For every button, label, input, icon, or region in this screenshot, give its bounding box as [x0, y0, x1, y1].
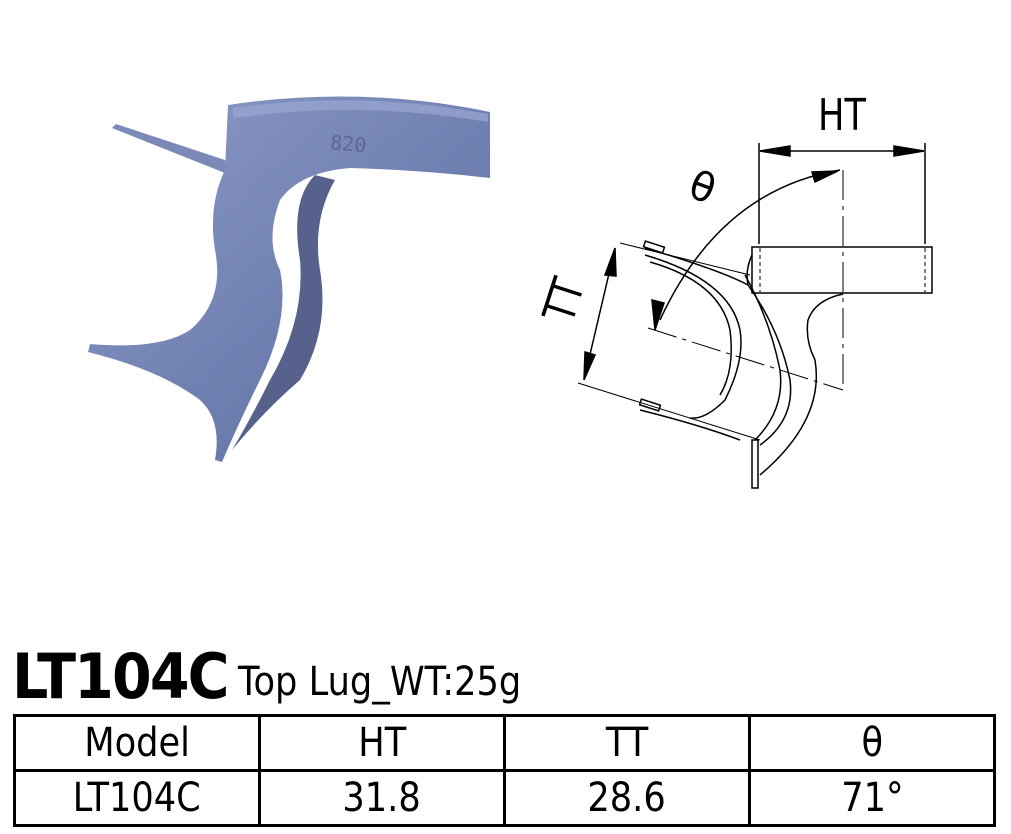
spec-table: Model HT TT θ LT104C 31.8 28.6 71° — [13, 714, 996, 827]
column-header-ht: HT — [258, 714, 506, 772]
column-header-tt: TT — [503, 714, 751, 772]
model-subtitle: Top Lug_WT:25g — [238, 659, 522, 705]
column-header-theta: θ — [748, 714, 996, 772]
table-header-row: Model HT TT θ — [13, 714, 996, 772]
model-title: LT104C — [12, 640, 230, 713]
cell-model: LT104C — [13, 769, 261, 827]
ht-label: HT — [817, 90, 866, 141]
column-header-model: Model — [13, 714, 261, 772]
table-row: LT104C 31.8 28.6 71° — [13, 769, 996, 827]
cell-ht: 31.8 — [258, 769, 506, 827]
product-photo: 820 — [80, 90, 500, 470]
cell-tt: 28.6 — [503, 769, 751, 827]
engraving-text: 820 — [329, 130, 367, 157]
technical-drawing: HT θ TT — [530, 80, 950, 500]
cell-theta: 71° — [748, 769, 996, 827]
title-row: LT104C Top Lug_WT:25g — [12, 638, 560, 710]
